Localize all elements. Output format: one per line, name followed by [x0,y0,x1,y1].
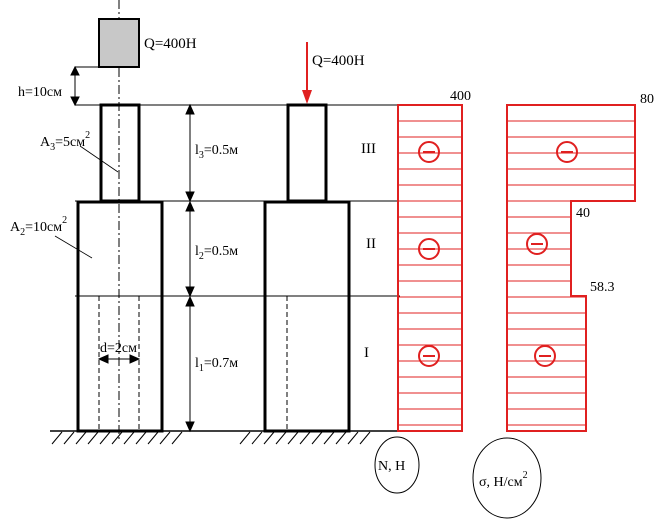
stress-unit-circle [472,437,542,519]
ground-hatch-line [251,431,263,445]
hole-outline [98,295,140,430]
ground-hatch-line [159,431,171,445]
l2-arrow-top-icon [185,200,195,212]
ground-hatch-line [171,431,183,445]
ground-hatch-line [347,431,359,445]
l3-arrow-top-icon [185,103,195,115]
column-1-lower-part [76,200,164,433]
weight-block [98,18,140,68]
section-II-label: II [366,236,376,252]
section-III-label: III [361,141,376,157]
hole-label: d=2см [100,341,137,356]
column-2-lower-part [263,200,351,433]
ground-hatch-icon [50,430,400,445]
axial-force-diagram: 400 N, H [374,89,471,494]
dimension-arrow-left-icon [97,354,109,364]
ground-hatch-line [323,431,335,445]
ground-hatch-line [335,431,347,445]
section-I-label: I [364,345,369,361]
minus-sign-icon [526,233,548,255]
gap-arrow-up-icon [70,65,80,76]
down-arrow-icon [302,90,312,104]
gap-arrow-down-icon [70,96,80,107]
stress-diagram: 80 40 58.3 σ, H/см2 [472,92,654,519]
weight-label: Q=400H [144,36,197,52]
l2-arrow-bottom-icon [185,286,195,298]
minus-sign-icon [556,141,578,163]
ground-hatch-line [63,431,75,445]
stress-value-mid: 40 [576,206,590,221]
stress-outline [506,104,636,432]
minus-sign-icon [534,345,556,367]
ground-hatch-line [359,431,371,445]
area3-leader [79,145,119,173]
ground-hatch-line [99,431,111,445]
axial-force-block [397,104,463,432]
area2-leader [54,235,93,259]
ground-hatch-line [123,431,135,445]
ground-hatch-line [51,431,63,445]
ground-hatch-line [263,431,275,445]
minus-sign-icon [418,345,440,367]
l2-label: l2=0.5м [195,244,238,262]
ground-hatch-line [75,431,87,445]
l1-arrow-top-icon [185,295,195,307]
l1-arrow-bottom-icon [185,421,195,433]
hole-dimension [97,354,141,364]
column-1: Q=400H d=2см A3=5см2 A2=10см2 [10,0,197,440]
axial-force-unit-label: N, H [378,459,405,474]
applied-force-label: Q=400H [312,53,365,69]
stress-value-top: 80 [640,92,654,107]
l3-arrow-bottom-icon [185,191,195,203]
ground-hatch-line [147,431,159,445]
dimension-arrow-right-icon [129,354,141,364]
ground-hatch-line [111,431,123,445]
axial-force-value: 400 [450,89,471,104]
l1-label: l1=0.7м [195,356,238,374]
column-2: Q=400H [263,42,365,433]
ground-hatch-line [135,431,147,445]
ground-hatch-line [299,431,311,445]
minus-sign-icon [418,238,440,260]
ground-hatch-line [239,431,251,445]
l3-label: l3=0.5м [195,143,238,161]
stress-value-low: 58.3 [590,280,615,295]
axial-force-unit-circle [374,436,420,494]
area3-label: A3=5см2 [40,130,90,153]
ground-hatch-line [311,431,323,445]
ground-hatch-line [275,431,287,445]
area2-label: A2=10см2 [10,215,67,238]
column-2-upper-part [286,103,328,203]
minus-sign-icon [418,141,440,163]
gap-label: h=10см [18,85,62,100]
length-dimensions [185,103,195,433]
column-1-upper-part [99,103,141,203]
stress-unit-label: σ, H/см2 [479,470,528,490]
gap-dimension [70,65,139,107]
ground-hatch-line [87,431,99,445]
ground-hatch-line [287,431,299,445]
